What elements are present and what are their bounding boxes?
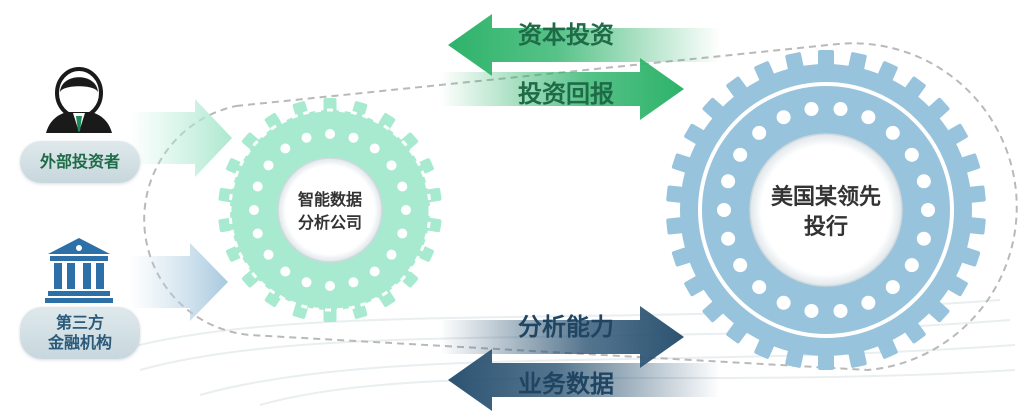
green-gear-dot <box>369 266 380 277</box>
blue-gear-dot <box>833 303 848 318</box>
investment-return-arrow <box>440 58 684 120</box>
green-gear-dot <box>348 132 359 143</box>
green-gear-tooth <box>351 302 368 319</box>
blue-gear-dot <box>904 258 919 273</box>
capital-investment-label: 资本投资 <box>518 21 614 49</box>
blue-gear-dot <box>916 231 931 246</box>
green-gear-tooth <box>323 98 337 112</box>
blue-gear-tooth <box>671 153 691 173</box>
business-data-label: 业务数据 <box>518 370 614 398</box>
blue-gear-tooth <box>848 52 867 71</box>
green-gear-dot <box>386 249 397 260</box>
green-gear-dot <box>263 249 274 260</box>
blue-gear-dot <box>885 125 900 140</box>
analysis-capability-arrow <box>440 306 684 368</box>
blue-gear-dot <box>804 303 819 318</box>
green-gear-dot <box>397 228 408 239</box>
green-gear-dot <box>401 205 411 215</box>
data-company-label-line1: 智能数据 <box>298 190 362 209</box>
investment-return-label: 投资回报 <box>518 80 614 108</box>
blue-gear-dot <box>885 280 900 295</box>
data-company-gear <box>218 98 442 322</box>
blue-gear-dot <box>861 295 876 310</box>
blue-gear-dot <box>733 258 748 273</box>
investor-inflow-arrow <box>130 99 232 177</box>
green-gear-dot <box>397 181 408 192</box>
green-gear-dot <box>263 160 274 171</box>
green-gear-dot <box>325 129 335 139</box>
green-gear-dot <box>280 266 291 277</box>
blue-gear-dot <box>833 102 848 117</box>
blue-gear-dot <box>721 174 736 189</box>
green-gear-dot <box>325 281 335 291</box>
third-party-institution-badge: 第三方 金融机构 <box>20 307 140 359</box>
blue-gear-tooth <box>671 247 691 267</box>
blue-gear-tooth <box>818 354 834 370</box>
blue-gear-dot <box>717 203 731 217</box>
green-gear-dot <box>301 277 312 288</box>
blue-gear-dot <box>861 110 876 125</box>
blue-gear-dot <box>733 147 748 162</box>
blue-gear-tooth <box>968 217 986 235</box>
blue-gear-tooth <box>961 247 981 267</box>
green-gear-dot <box>252 181 263 192</box>
blue-gear-dot <box>752 280 767 295</box>
blue-gear-tooth <box>666 185 684 203</box>
blue-gear-dot <box>804 102 819 117</box>
institution-inflow-arrow <box>130 243 228 321</box>
blue-gear-tooth <box>968 185 986 203</box>
external-investor-label: 外部投资者 <box>39 152 120 171</box>
green-gear-tooth <box>323 308 337 322</box>
us-bank-label-line2: 投行 <box>804 214 848 240</box>
blue-gear-dot <box>776 295 791 310</box>
green-gear-dot <box>301 132 312 143</box>
blue-gear-dot <box>916 174 931 189</box>
blue-gear-tooth <box>848 349 867 368</box>
green-gear-dot <box>369 143 380 154</box>
blue-gear-dot <box>904 147 919 162</box>
green-gear-tooth <box>426 217 442 233</box>
green-gear-dot <box>280 143 291 154</box>
third-party-label-line1: 第三方 <box>55 313 104 332</box>
blue-gear-tooth <box>666 217 684 235</box>
business-data-arrow <box>448 349 720 411</box>
green-gear-dot <box>386 160 397 171</box>
us-bank-gear <box>666 50 986 370</box>
blue-gear-dot <box>921 203 935 217</box>
blue-gear-tooth <box>785 349 804 368</box>
capital-investment-arrow <box>448 14 720 76</box>
data-company-label-line2: 分析公司 <box>298 213 362 232</box>
data-company-hub <box>277 157 383 263</box>
blue-gear-dot <box>776 110 791 125</box>
green-gear-dot <box>252 228 263 239</box>
bank-building-icon <box>45 238 113 303</box>
blue-gear-dot <box>752 125 767 140</box>
green-gear-dot <box>348 277 359 288</box>
blue-gear-tooth <box>785 52 804 71</box>
blue-gear-dot <box>721 231 736 246</box>
us-bank-hub <box>749 133 903 287</box>
blue-gear-tooth <box>818 50 834 66</box>
external-investor-badge: 外部投资者 <box>20 141 140 183</box>
analysis-capability-label: 分析能力 <box>518 313 614 341</box>
person-icon <box>46 67 112 133</box>
blue-gear-tooth <box>961 153 981 173</box>
third-party-label-line2: 金融机构 <box>47 333 112 352</box>
us-bank-label-line1: 美国某领先 <box>771 184 881 210</box>
connector-belt <box>143 42 1018 372</box>
green-gear-dot <box>249 205 259 215</box>
